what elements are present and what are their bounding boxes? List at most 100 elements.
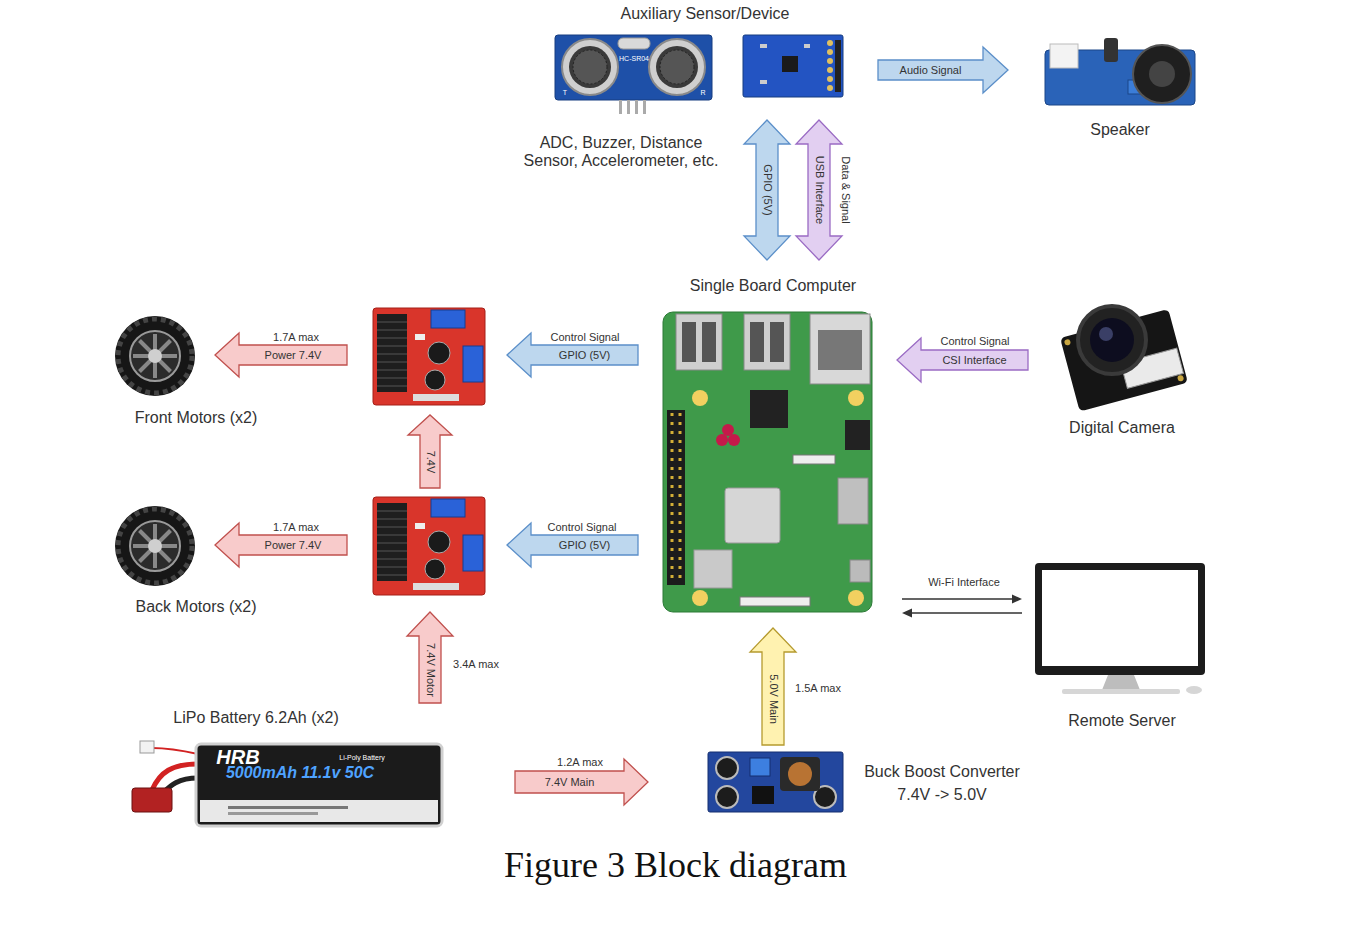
camera-module — [1060, 306, 1188, 411]
raspberry-pi-board — [663, 312, 872, 612]
motor-driver-board — [413, 394, 459, 401]
ultrasonic-sensor — [656, 46, 698, 88]
motor-driver-board — [463, 346, 483, 382]
accelerometer-board — [804, 44, 810, 48]
component-label: Single Board Computer — [690, 277, 856, 295]
accelerometer-board — [760, 44, 767, 48]
current-rating: 1.7A max — [273, 522, 319, 533]
buck-boost-board — [716, 786, 738, 808]
connector-label: GPIO (5V) — [559, 350, 610, 361]
motor-driver — [373, 497, 485, 595]
raspberry-pi-board — [702, 322, 716, 362]
monitor — [1035, 563, 1205, 694]
wheel — [115, 316, 195, 396]
current-rating: 1.7A max — [273, 332, 319, 343]
camera-module — [1099, 327, 1113, 341]
accelerometer-board — [827, 49, 833, 55]
raspberry-pi-board — [838, 478, 868, 524]
motor-driver-board — [373, 497, 485, 595]
wheel — [148, 539, 162, 553]
accelerometer-board — [760, 80, 767, 84]
power-arrow — [750, 628, 796, 745]
camera-module — [1090, 318, 1134, 362]
connector-label: 7.4V Motor — [425, 643, 436, 697]
connector-label: 5.0V Main — [768, 674, 779, 724]
speaker-module — [1045, 38, 1195, 105]
camera-module — [1064, 339, 1071, 346]
speaker-module — [1149, 61, 1175, 87]
monitor — [1035, 563, 1205, 675]
motor-driver-board — [425, 370, 445, 390]
raspberry-pi-board — [848, 590, 864, 606]
ultrasonic-sensor — [627, 100, 630, 114]
connector-label: 7.4V — [425, 450, 436, 473]
raspberry-pi-board — [692, 590, 708, 606]
gpio-arrow — [744, 120, 790, 260]
buck-boost-board — [788, 762, 812, 786]
monitor — [1062, 689, 1180, 694]
motor-driver-board — [373, 308, 485, 405]
component-label: LiPo Battery 6.2Ah (x2) — [173, 709, 338, 727]
buck-boost-board — [708, 752, 843, 812]
front-motor: Front Motors (x2) — [113, 318, 197, 395]
wheel — [133, 334, 177, 378]
raspberry-pi-board — [676, 314, 722, 370]
signal-note: Control Signal — [940, 336, 1009, 347]
battery-pack — [132, 741, 442, 826]
signal-note: Data & Signal — [840, 156, 851, 223]
raspberry-pi-board — [750, 390, 788, 428]
raspberry-pi-board — [750, 322, 764, 362]
component-label: Remote Server — [1068, 712, 1176, 730]
group-description: ADC, Buzzer, Distance Sensor, Accelerome… — [514, 134, 729, 171]
ultrasonic-sensor — [635, 100, 638, 114]
motor-driver-board — [377, 314, 407, 392]
speaker-module — [1133, 45, 1191, 103]
raspberry-pi-board — [850, 560, 870, 582]
raspberry-pi-board — [694, 550, 732, 588]
motor-driver-board — [373, 308, 485, 405]
buck-boost-board — [780, 757, 820, 791]
lipo-battery: LiPo Battery 6.2Ah (x2) — [130, 740, 443, 828]
connector-label: Wi-Fi Interface — [928, 577, 1000, 588]
monitor — [1102, 675, 1140, 690]
group-heading: Auxiliary Sensor/Device — [621, 5, 790, 23]
wifi-arrow — [902, 595, 1022, 604]
battery-rating: 5000mAh 11.1v 50C — [226, 765, 374, 781]
accelerometer-board — [743, 35, 843, 97]
sensor-group: Auxiliary Sensor/DeviceADC, Buzzer, Dist… — [555, 35, 845, 100]
ultrasonic-sensor — [660, 50, 694, 84]
brand-marking: HRB — [216, 747, 259, 767]
motor-driver-board — [377, 503, 407, 581]
motor-driver — [373, 308, 485, 405]
pin-marking: T — [563, 89, 567, 96]
camera-module: Digital Camera — [1062, 305, 1185, 405]
current-rating: 1.5A max — [795, 683, 841, 694]
connector-label: Power 7.4V — [265, 350, 322, 361]
component-label: Digital Camera — [1069, 419, 1175, 437]
wheel — [148, 349, 162, 363]
component-label: Back Motors (x2) — [136, 598, 257, 616]
accelerometer-board — [827, 40, 833, 46]
battery-pack — [196, 744, 442, 826]
raspberry-pi-board — [728, 434, 740, 446]
connector-label: GPIO (5V) — [762, 164, 773, 215]
power-arrow — [408, 415, 452, 488]
wifi-arrow — [902, 609, 1022, 618]
ultrasonic-sensor — [555, 35, 712, 114]
component-label: Front Motors (x2) — [135, 409, 258, 427]
wheel — [118, 509, 192, 583]
camera-module — [1177, 375, 1184, 382]
raspberry-pi-board — [770, 322, 784, 362]
accelerometer-board — [827, 67, 833, 73]
battery-pack — [140, 741, 154, 753]
accelerometer-board — [743, 35, 843, 97]
buck-boost-converter: Buck Boost Converter7.4V -> 5.0V — [708, 752, 843, 812]
battery-pack — [152, 748, 198, 754]
raspberry-pi-board — [845, 420, 870, 450]
raspberry-pi-board — [722, 424, 734, 436]
part-marking: HC-SR04 — [619, 55, 649, 62]
raspberry-pi-board — [667, 410, 685, 585]
ultrasonic-sensor — [649, 39, 705, 95]
ultrasonic-sensor — [618, 38, 650, 49]
raspberry-pi-board — [716, 434, 728, 446]
